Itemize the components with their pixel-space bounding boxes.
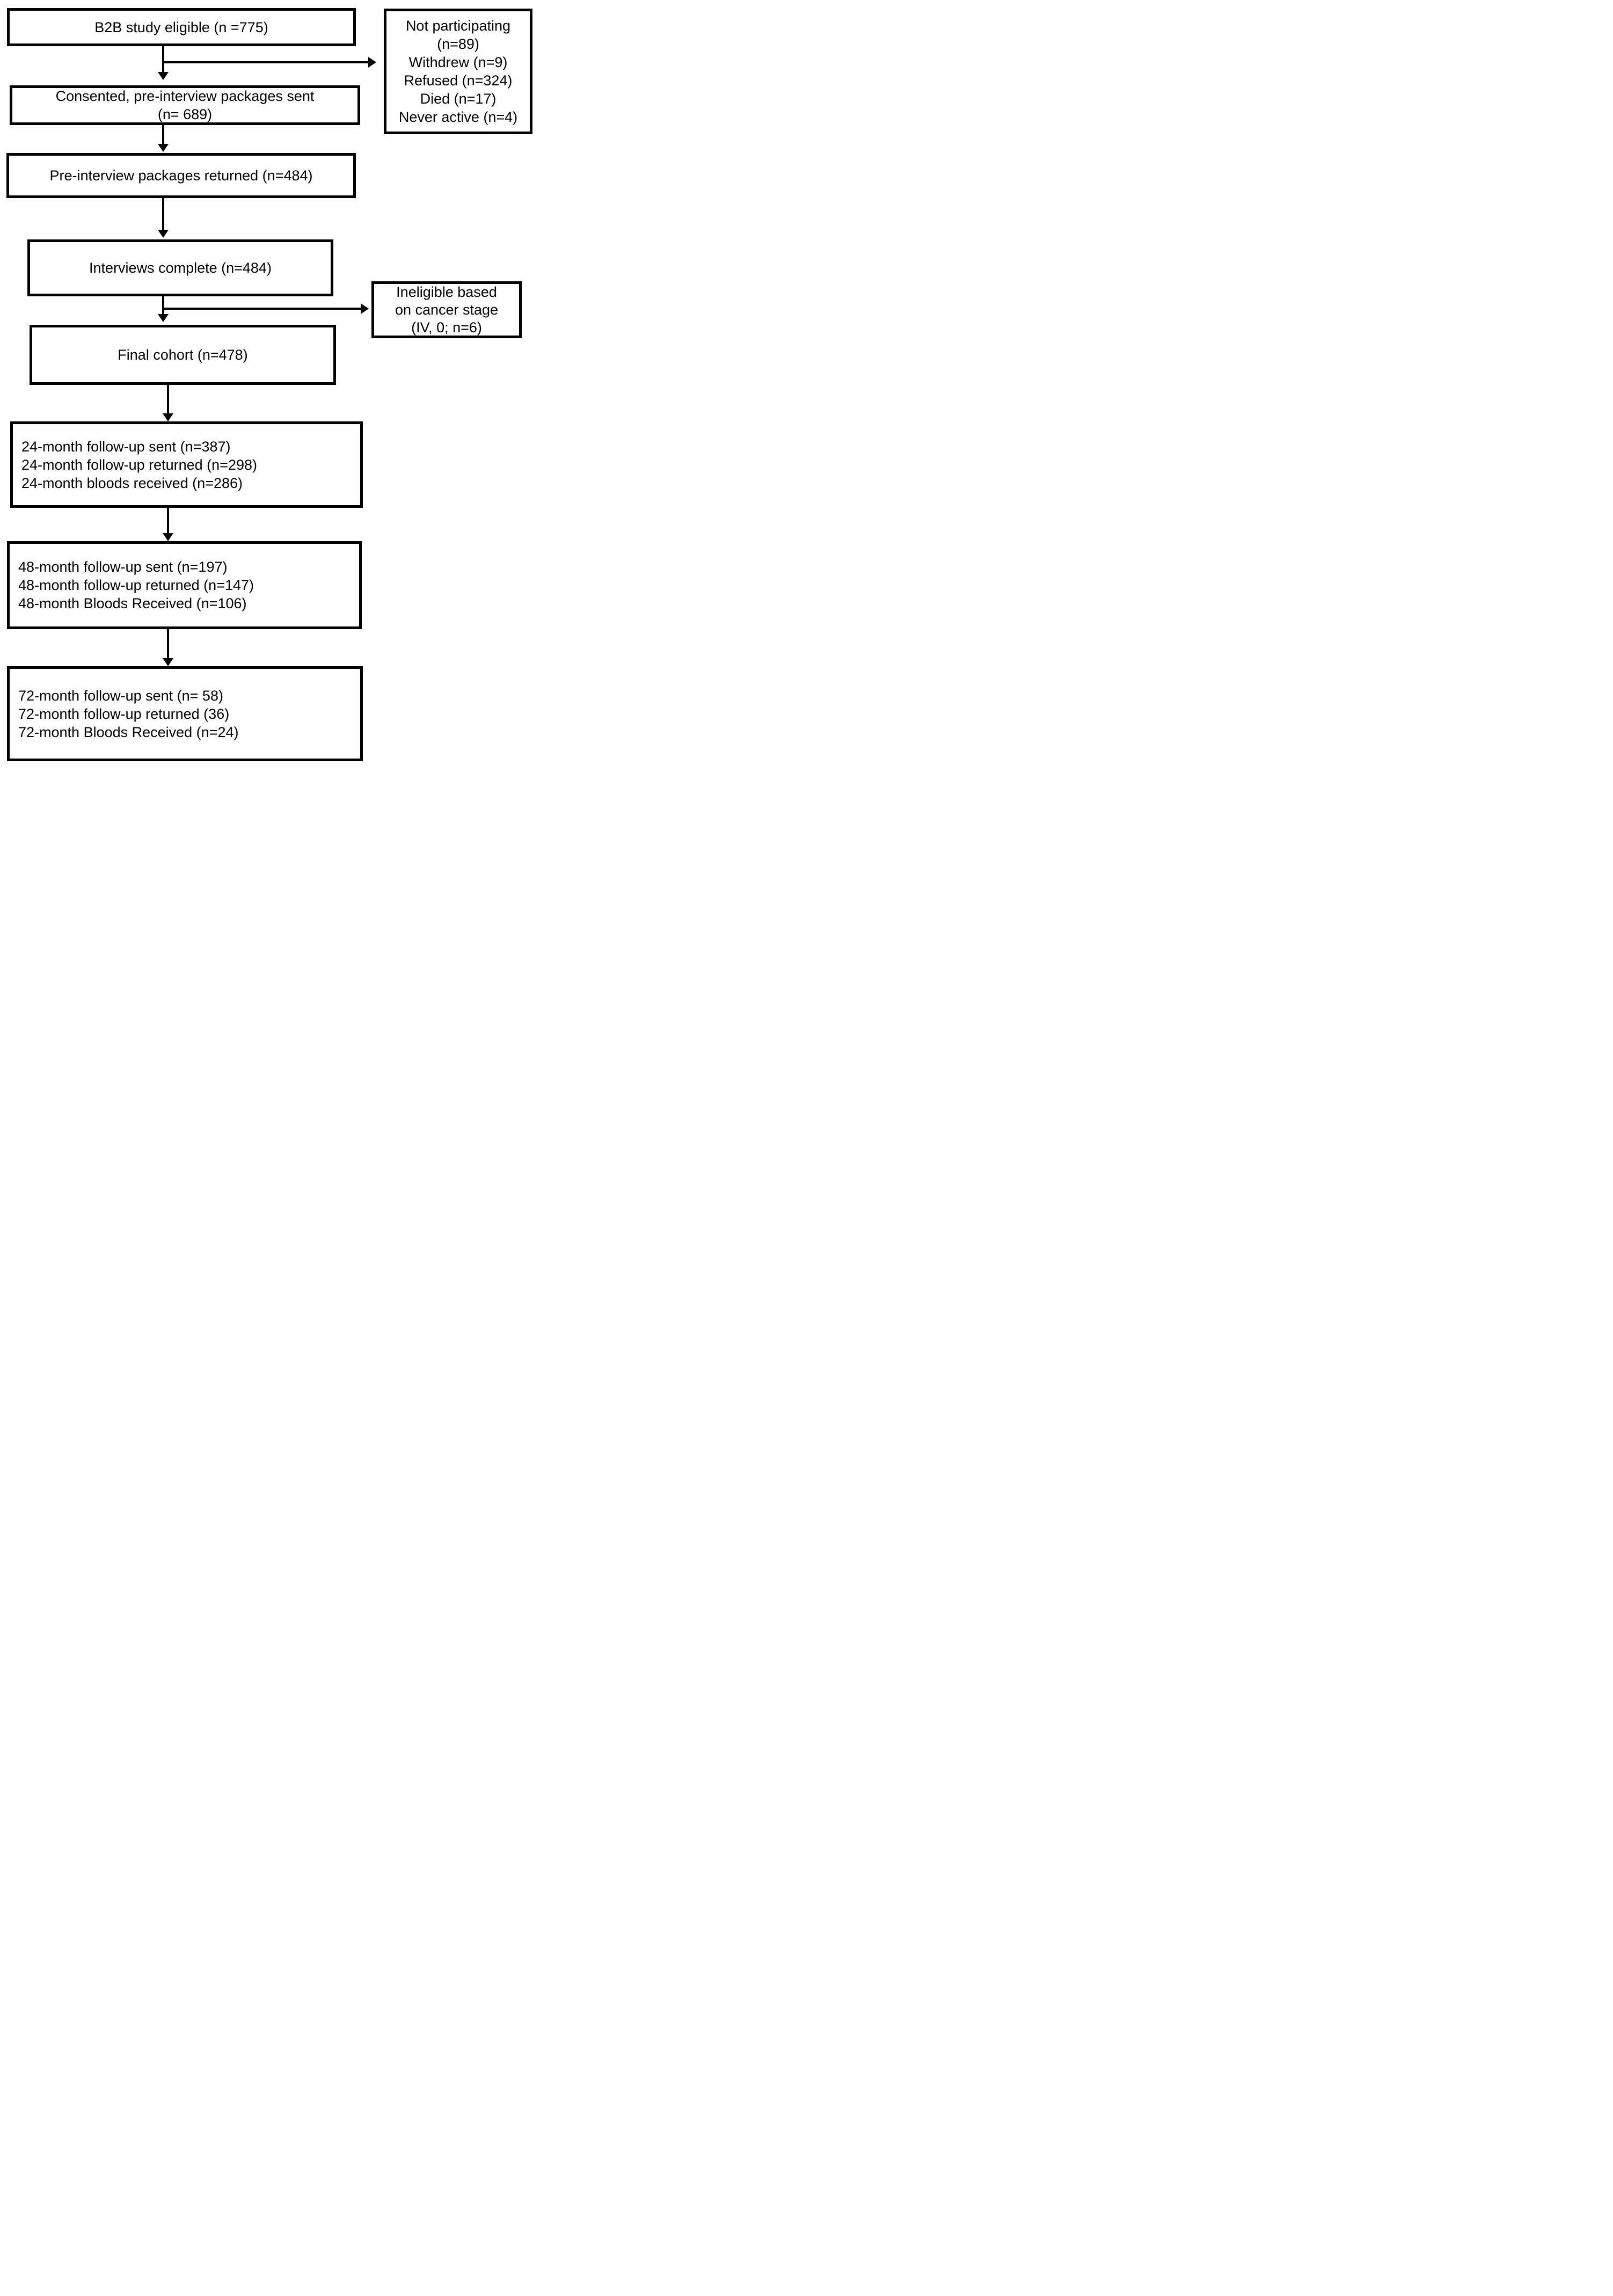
box-ineligible: Ineligible based on cancer stage (IV, 0;… (371, 281, 522, 338)
box-line: Withdrew (n=9) (408, 54, 508, 70)
box-line: Interviews complete (n=484) (89, 260, 272, 276)
box-line: Consented, pre-interview packages sent (55, 88, 315, 104)
flow-line-vertical-6 (167, 508, 169, 533)
box-line: Refused (n=324) (404, 72, 513, 89)
flow-line-branch-not-participating (162, 61, 368, 63)
box-b2b-eligible: B2B study eligible (n =775) (7, 8, 356, 46)
box-packages-returned: Pre-interview packages returned (n=484) (6, 153, 356, 198)
box-line: Pre-interview packages returned (n=484) (49, 167, 313, 184)
box-final-cohort: Final cohort (n=478) (30, 325, 336, 385)
box-line: 72-month follow-up sent (n= 58) (18, 687, 223, 704)
arrowhead-down-icon (158, 72, 169, 80)
box-24-month: 24-month follow-up sent (n=387) 24-month… (10, 421, 363, 508)
arrowhead-down-icon (158, 144, 169, 152)
box-line: 72-month Bloods Received (n=24) (18, 724, 239, 740)
box-not-participating: Not participating (n=89) Withdrew (n=9) … (384, 9, 532, 134)
box-line: on cancer stage (395, 301, 499, 318)
box-line: 72-month follow-up returned (36) (18, 705, 230, 722)
box-line: Died (n=17) (420, 91, 497, 107)
box-line: 24-month bloods received (n=286) (21, 475, 243, 491)
arrowhead-down-icon (158, 314, 169, 322)
box-line: (IV, 0; n=6) (411, 319, 482, 336)
flow-diagram: B2B study eligible (n =775) Not particip… (0, 0, 538, 766)
box-line: (n=89) (437, 36, 479, 52)
flow-line-vertical-4 (162, 296, 164, 314)
arrowhead-down-icon (158, 230, 169, 238)
box-line: Never active (n=4) (398, 109, 518, 125)
flow-line-vertical-2 (162, 125, 164, 144)
box-line: (n= 689) (157, 106, 213, 122)
box-line: B2B study eligible (n =775) (94, 19, 268, 35)
box-line: Not participating (405, 18, 511, 34)
box-line: Ineligible based (396, 283, 497, 300)
box-interviews-complete: Interviews complete (n=484) (27, 239, 333, 296)
box-48-month: 48-month follow-up sent (n=197) 48-month… (7, 541, 362, 629)
box-line: 24-month follow-up sent (n=387) (21, 438, 231, 455)
box-consented: Consented, pre-interview packages sent (… (10, 85, 360, 125)
flow-line-vertical-3 (162, 198, 164, 230)
flow-line-vertical-7 (167, 629, 169, 658)
box-line: Final cohort (n=478) (118, 347, 248, 363)
arrowhead-right-icon (361, 303, 369, 314)
box-line: 48-month Bloods Received (n=106) (18, 595, 247, 611)
flow-line-vertical-1 (162, 46, 164, 72)
flow-line-vertical-5 (167, 385, 169, 413)
flow-line-branch-ineligible (162, 308, 361, 310)
box-line: 24-month follow-up returned (n=298) (21, 456, 258, 473)
arrowhead-right-icon (368, 57, 376, 68)
arrowhead-down-icon (163, 413, 173, 421)
arrowhead-down-icon (163, 658, 173, 666)
box-line: 48-month follow-up sent (n=197) (18, 559, 228, 575)
box-72-month: 72-month follow-up sent (n= 58) 72-month… (7, 666, 363, 761)
arrowhead-down-icon (163, 533, 173, 541)
box-line: 48-month follow-up returned (n=147) (18, 577, 254, 593)
